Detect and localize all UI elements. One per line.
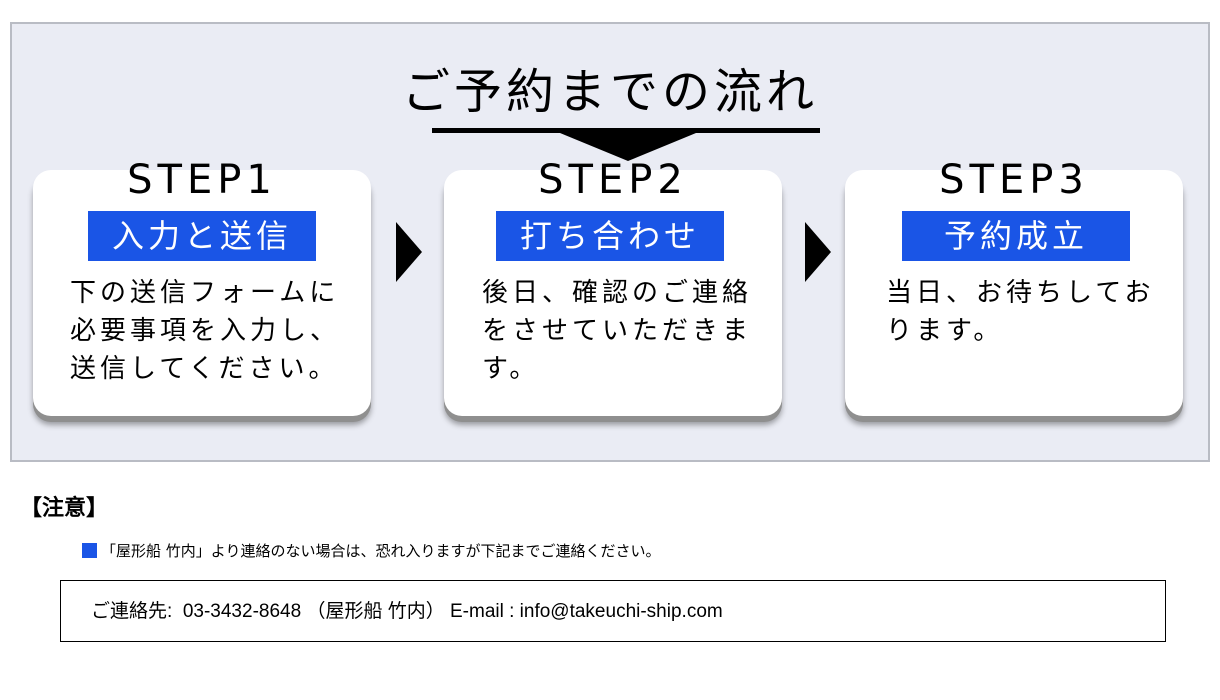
step-label-3: STEP3 [939,157,1089,203]
right-arrow-icon [805,222,831,282]
down-arrow-icon [560,133,696,161]
contact-text: ご連絡先: 03-3432-8648 （屋形船 竹内） E-mail : inf… [91,601,723,622]
step-description-3: 当日、お待ちしてお ります。 [886,278,1155,346]
square-bullet-icon [82,543,97,558]
step-badge-2: 打ち合わせ [496,211,724,261]
step-badge-3: 予約成立 [902,211,1130,261]
step-badge-1: 入力と送信 [88,211,316,261]
page-title: ご予約までの流れ [401,64,818,120]
title-underline [432,128,820,133]
step-description-1: 下の送信フォームに 必要事項を入力し、 送信してください。 [70,278,341,384]
notice-heading: 【注意】 [20,496,109,521]
notice-row: 「屋形船 竹内」より連絡のない場合は、恐れ入りますが下記までご連絡ください。 [82,540,660,562]
step-label-1: STEP1 [127,157,277,203]
step-label-2: STEP2 [538,157,688,203]
step-description-2: 後日、確認のご連絡 をさせていただきま す。 [482,278,753,384]
notice-text: 「屋形船 竹内」より連絡のない場合は、恐れ入りますが下記までご連絡ください。 [101,542,661,560]
contact-box: ご連絡先: 03-3432-8648 （屋形船 竹内） E-mail : inf… [60,580,1166,642]
right-arrow-icon [396,222,422,282]
